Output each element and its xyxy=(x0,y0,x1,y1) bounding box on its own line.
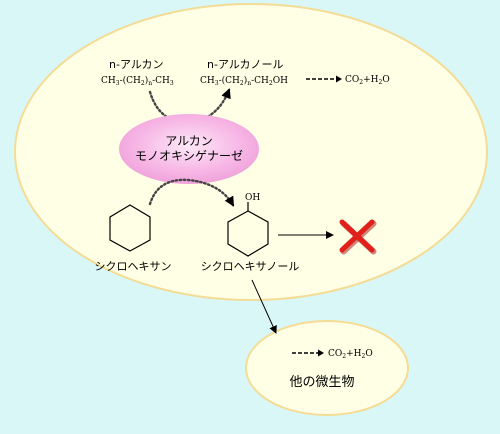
oxidation-arrow-bottom xyxy=(292,349,324,357)
enzyme-name-line2: モノオキシゲナーゼ xyxy=(135,149,243,163)
other-microbe-ellipse xyxy=(245,320,409,416)
product-top: CO2+H2O xyxy=(345,75,390,86)
other-microbe-label: 他の微生物 xyxy=(289,375,354,390)
enzyme-name-line1: アルカン xyxy=(165,134,213,148)
oh-label: OH xyxy=(245,193,260,203)
enzyme-ellipse xyxy=(119,114,259,184)
alkanol-name: n-アルカノール xyxy=(207,58,284,71)
transfer-arrow xyxy=(251,279,277,334)
alkane-name: n-アルカン xyxy=(109,58,164,71)
alkane-formula: CH3-(CH2)n-CH3 xyxy=(101,75,174,87)
product-bottom: CO2+H2O xyxy=(328,349,373,360)
blocked-cross-icon xyxy=(339,219,377,255)
cyclohexane-structure xyxy=(109,204,151,252)
alkanol-formula: CH3-(CH2)n-CH2OH xyxy=(200,75,288,87)
cyclohexane-label: シクロヘキサン xyxy=(95,260,172,273)
cyclohexanol-label: シクロヘキサノール xyxy=(201,260,300,273)
cyclohexanol-structure xyxy=(227,210,269,257)
conversion-arrow-bottom xyxy=(148,178,235,207)
oxidation-arrow-top xyxy=(306,75,342,83)
